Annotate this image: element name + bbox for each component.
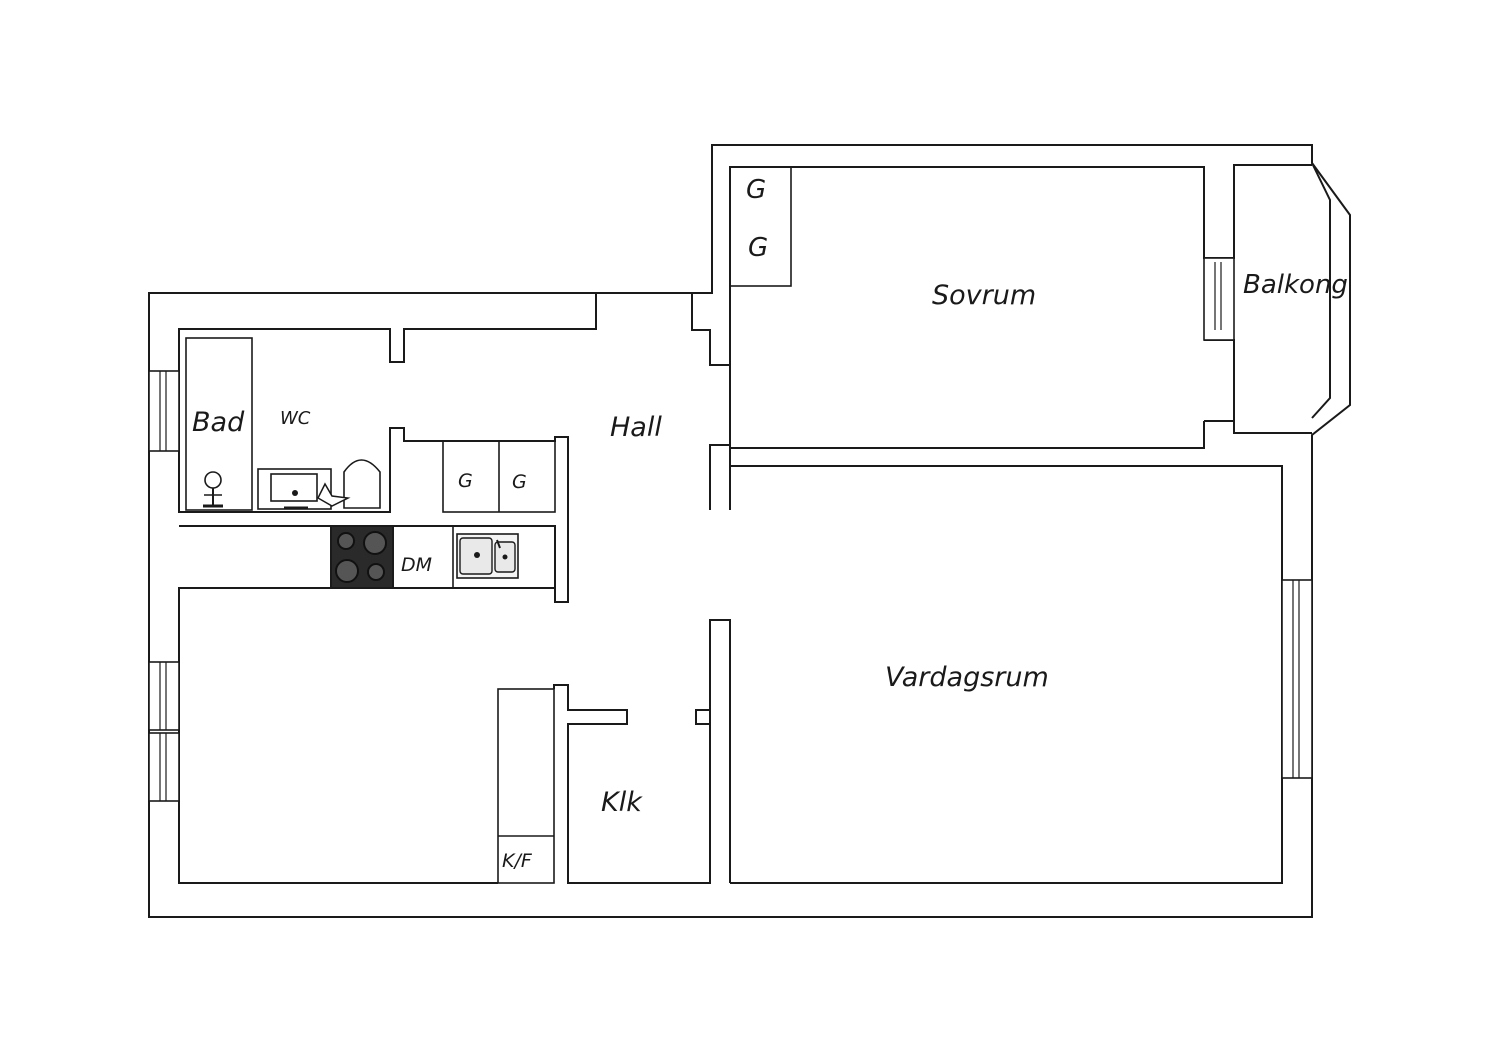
label-g-wardrobe-1: G bbox=[746, 175, 766, 205]
fridge-freezer bbox=[497, 688, 555, 884]
washbasin-icon bbox=[257, 468, 332, 510]
hall-wardrobes bbox=[442, 440, 556, 513]
window-left-kitchen-1 bbox=[148, 661, 180, 731]
window-left-bath bbox=[148, 370, 180, 452]
bathtub-icon bbox=[185, 337, 253, 511]
label-sovrum: Sovrum bbox=[932, 280, 1036, 311]
stove-icon bbox=[330, 525, 394, 589]
label-vardagsrum: Vardagsrum bbox=[885, 662, 1049, 693]
label-dm: DM bbox=[401, 554, 432, 576]
label-hall: Hall bbox=[610, 412, 662, 443]
toilet-icon bbox=[317, 459, 381, 509]
label-wc: WC bbox=[280, 408, 311, 429]
bathroom-wall bbox=[178, 293, 597, 884]
label-g-hall-1: G bbox=[458, 470, 473, 492]
bedroom-wardrobes bbox=[729, 166, 792, 287]
window-left-kitchen-2 bbox=[148, 732, 180, 802]
window-living-room bbox=[1281, 579, 1313, 779]
label-g-wardrobe-2: G bbox=[748, 233, 768, 263]
balcony-door bbox=[1203, 257, 1235, 341]
label-bad: Bad bbox=[192, 407, 245, 438]
label-kf: K/F bbox=[502, 850, 533, 872]
label-klk: Klk bbox=[601, 787, 643, 818]
label-balkong: Balkong bbox=[1243, 270, 1348, 300]
klk-wall bbox=[553, 619, 731, 884]
balcony-bay bbox=[1311, 162, 1331, 419]
label-g-hall-2: G bbox=[512, 471, 527, 493]
outer-wall bbox=[148, 144, 1351, 918]
sink-icon bbox=[456, 533, 519, 579]
